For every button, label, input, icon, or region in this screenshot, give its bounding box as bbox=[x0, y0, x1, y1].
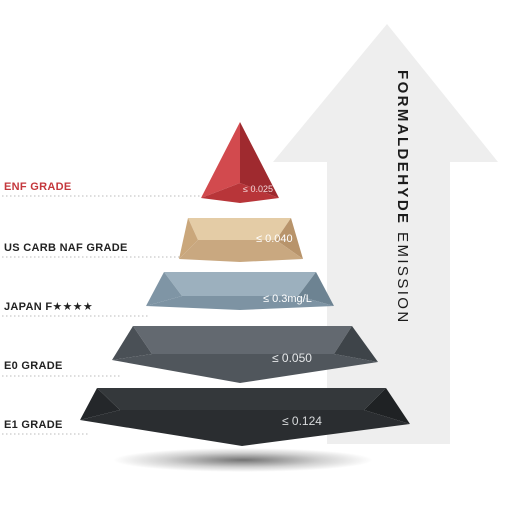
grade-label-e1: E1 GRADE bbox=[4, 419, 63, 431]
tier-enf: ≤ 0.025 bbox=[201, 122, 279, 203]
axis-title-light: EMISSION bbox=[394, 232, 411, 325]
tier-e1: ≤ 0.124 bbox=[80, 388, 410, 446]
tier-value-e0: ≤ 0.050 bbox=[272, 351, 312, 365]
tier-value-carb: ≤ 0.040 bbox=[256, 233, 293, 245]
pyramid-shadow bbox=[113, 448, 373, 472]
tier-carb: ≤ 0.040 bbox=[179, 218, 303, 262]
grade-label-japan: JAPAN F★★★★ bbox=[4, 301, 93, 313]
tier-value-e1: ≤ 0.124 bbox=[282, 414, 322, 428]
grade-label-carb: US CARB NAF GRADE bbox=[4, 242, 128, 254]
tier-value-enf: ≤ 0.025 bbox=[243, 184, 273, 194]
tier-e0: ≤ 0.050 bbox=[112, 326, 378, 383]
grade-label-enf: ENF GRADE bbox=[4, 181, 72, 193]
axis-title: FORMALDEHYDE EMISSION bbox=[394, 70, 411, 325]
axis-title-strong: FORMALDEHYDE bbox=[394, 70, 411, 226]
tier-japan: ≤ 0.3mg/L bbox=[146, 272, 334, 310]
tier-value-japan: ≤ 0.3mg/L bbox=[263, 293, 312, 305]
grade-label-e0: E0 GRADE bbox=[4, 360, 63, 372]
emission-arrow bbox=[273, 24, 498, 444]
